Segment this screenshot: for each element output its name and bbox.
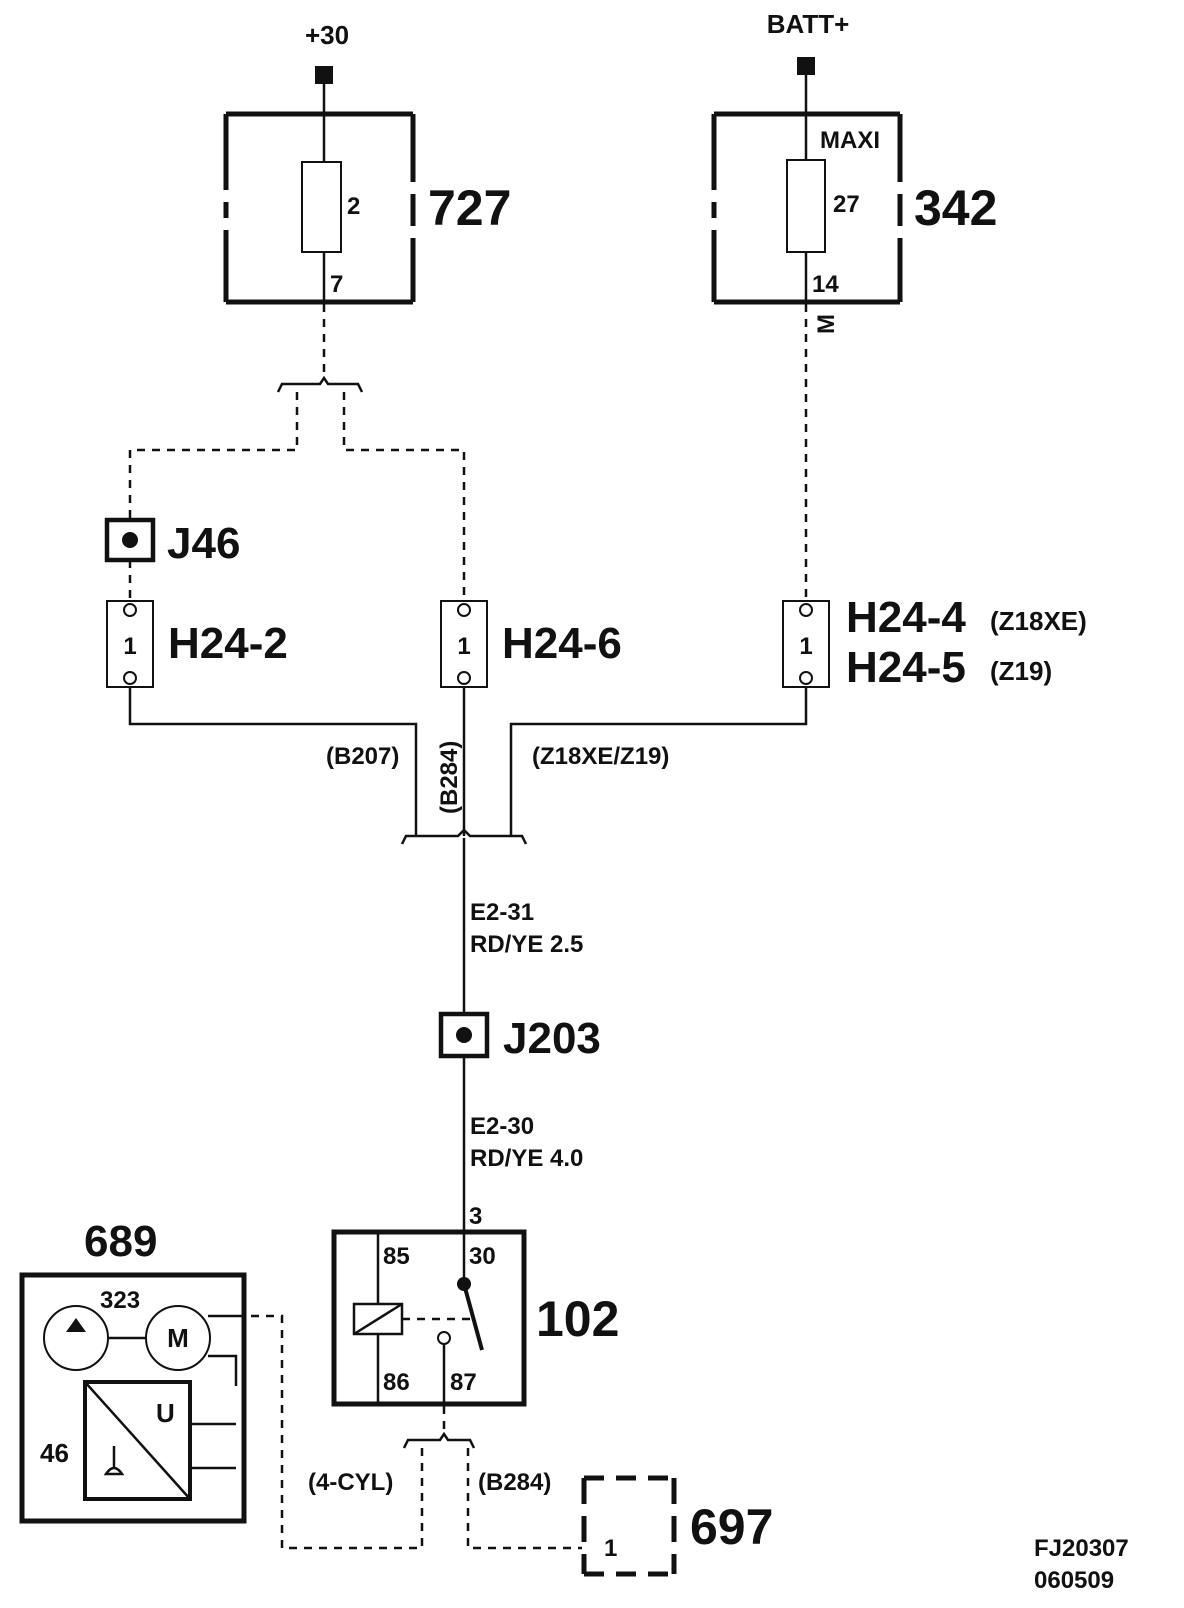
relay-102-box: [331, 1229, 527, 1407]
sensor-letter-u: U: [156, 1398, 175, 1428]
fuse-727-pin: 7: [330, 271, 343, 298]
fuse-342-type: MAXI: [820, 127, 880, 154]
component-697-box: [581, 1475, 677, 1577]
fuse-box-342: [711, 111, 903, 305]
drawing-date: 060509: [1034, 1567, 1114, 1594]
wire-e2-31-spec: RD/YE 2.5: [470, 931, 583, 958]
supply-batt-label: BATT+: [767, 9, 850, 39]
branch-label-4cyl: (4-CYL): [308, 1469, 393, 1496]
fuse-box-727-label: 727: [428, 180, 511, 236]
pump-323-icon: [43, 1305, 109, 1371]
pump-unit-689-label: 689: [84, 1217, 157, 1266]
junction-j203-label: J203: [503, 1014, 601, 1063]
connector-h24-2-pin: 1: [123, 633, 136, 660]
component-697-pin: 1: [604, 1535, 617, 1562]
connector-h24-2-label: H24-2: [168, 619, 288, 668]
junction-j203-dot: [456, 1027, 472, 1043]
branch-label-b207: (B207): [326, 743, 399, 770]
relay-102-label: 102: [536, 1291, 619, 1347]
component-697-label: 697: [690, 1499, 773, 1555]
pump-323-label: 323: [100, 1287, 140, 1314]
connector-h24-5-variant: (Z19): [990, 656, 1052, 686]
junction-j46-label: J46: [167, 519, 240, 568]
motor-letter: M: [167, 1323, 189, 1353]
wire-e2-30-spec: RD/YE 4.0: [470, 1145, 583, 1172]
branch-label-b284: (B284): [436, 741, 463, 814]
fuse-727-number: 2: [347, 193, 360, 220]
junction-j46: [104, 517, 156, 563]
relay-pin-86: 86: [383, 1369, 410, 1396]
branch-label-b284-lower: (B284): [478, 1469, 551, 1496]
pump-unit-689-box: [19, 1272, 247, 1524]
connector-h24-6-label: H24-6: [502, 619, 622, 668]
fuse-342-pin: 14: [812, 271, 839, 298]
connector-h24-4-label: H24-4: [846, 593, 966, 642]
relay-contact-87: [437, 1331, 451, 1345]
connector-h24-4-5-pin: 1: [799, 633, 812, 660]
connector-h24-5-label: H24-5: [846, 643, 966, 692]
wire-e2-30-id: E2-30: [470, 1113, 534, 1140]
sensor-46-label: 46: [40, 1438, 69, 1468]
relay-pin-3: 3: [469, 1203, 482, 1230]
relay-pin-30: 30: [469, 1243, 496, 1270]
connector-h24-6: [440, 600, 488, 688]
fuse-727-element: [301, 161, 342, 253]
connector-h24-2: [106, 600, 154, 688]
fuse-box-342-label: 342: [914, 180, 997, 236]
connector-h24-4-variant: (Z18XE): [990, 606, 1087, 636]
relay-pin-85: 85: [383, 1243, 410, 1270]
junction-j46-dot: [122, 532, 138, 548]
supply-batt-terminal: [797, 57, 815, 75]
wire-e2-31-id: E2-31: [470, 899, 534, 926]
fuse-box-727: [223, 111, 416, 305]
fuse-342-number: 27: [833, 191, 860, 218]
connector-h24-6-pin: 1: [457, 633, 470, 660]
connector-h24-4-5: [782, 600, 830, 688]
supply-plus30-terminal: [315, 66, 333, 84]
float-icon: [103, 1446, 125, 1476]
relay-switch-arm: [462, 1283, 484, 1351]
branch-label-z18xe-z19: (Z18XE/Z19): [532, 743, 669, 770]
relay-pin-87: 87: [450, 1369, 477, 1396]
fuse-342-wire-code: M: [813, 314, 840, 334]
drawing-code: FJ20307: [1034, 1535, 1129, 1562]
supply-plus30-label: +30: [305, 20, 349, 50]
pump-arrow-icon: [66, 1318, 86, 1332]
fuse-342-element: [786, 159, 826, 253]
motor-icon: [145, 1305, 211, 1371]
